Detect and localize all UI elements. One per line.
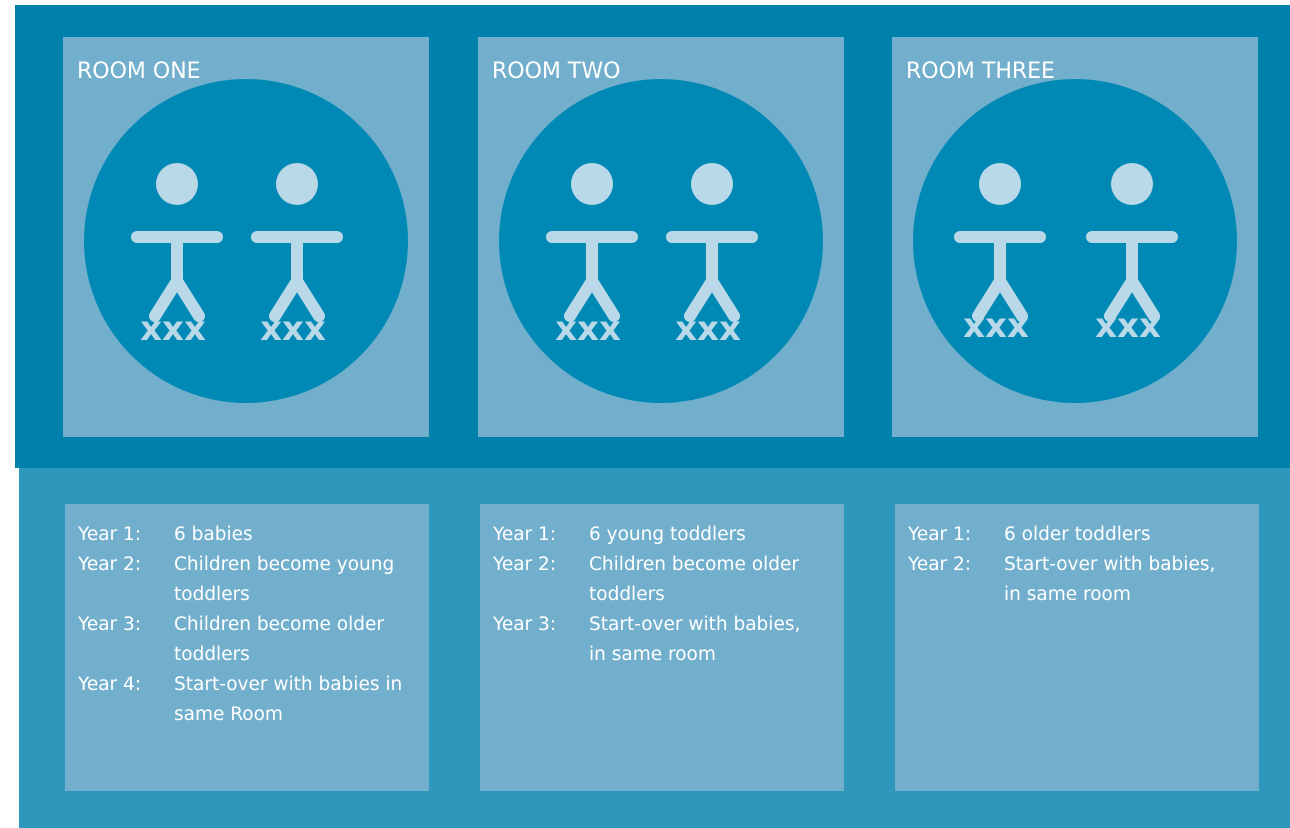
figure-right-leg	[171, 275, 205, 322]
child-figure-icon	[546, 163, 638, 322]
figure-head	[979, 163, 1021, 205]
schedule-text: 6 older toddlers	[1004, 524, 1151, 545]
schedule-text: 6 young toddlers	[589, 524, 746, 545]
figure-left-leg	[684, 275, 718, 322]
schedule-list: Year 1: 6 older toddlers Year 2: Start-o…	[908, 520, 1249, 610]
figure-head	[276, 163, 318, 205]
room-one-children-icon: xxx xxx	[84, 79, 408, 403]
room-three-children-icon: xxx xxx	[913, 79, 1237, 403]
room-circle	[84, 79, 408, 403]
figure-head	[156, 163, 198, 205]
schedule-text: 6 babies	[174, 524, 253, 545]
figure-right-leg	[706, 275, 740, 322]
schedule-year: Year 2:	[78, 554, 142, 575]
figure-left-leg	[269, 275, 303, 322]
schedule-row: Year 2: Children become older toddlers	[493, 550, 834, 610]
schedule-card-one: Year 1: 6 babies Year 2: Children become…	[65, 504, 429, 791]
schedule-text: Children become older toddlers	[174, 614, 384, 665]
figure-right-leg	[586, 275, 620, 322]
schedule-year: Year 2:	[493, 554, 557, 575]
room-two-children-icon: xxx xxx	[499, 79, 823, 403]
schedule-year: Year 1:	[78, 524, 142, 545]
child-figure-icon	[954, 163, 1046, 322]
schedule-row: Year 3: Start-over with babies, in same …	[493, 610, 834, 670]
schedule-card-two: Year 1: 6 young toddlers Year 2: Childre…	[480, 504, 844, 791]
figure-left-leg	[149, 275, 183, 322]
figure-right-leg	[1126, 275, 1160, 322]
schedule-list: Year 1: 6 babies Year 2: Children become…	[78, 520, 419, 730]
room-two-title: ROOM TWO	[492, 59, 621, 84]
schedule-year: Year 3:	[493, 614, 557, 635]
schedule-row: Year 1: 6 young toddlers	[493, 520, 834, 550]
child-figure-icon	[1086, 163, 1178, 322]
figure-head	[691, 163, 733, 205]
figure-left-leg	[972, 275, 1006, 322]
room-circle	[499, 79, 823, 403]
schedule-year: Year 4:	[78, 674, 142, 695]
figure-right-leg	[291, 275, 325, 322]
schedule-card-three: Year 1: 6 older toddlers Year 2: Start-o…	[895, 504, 1259, 791]
child-figure-icon	[666, 163, 758, 322]
xxx-mark: xxx	[555, 309, 621, 349]
xxx-mark: xxx	[963, 306, 1029, 346]
schedule-text: Children become older toddlers	[589, 554, 799, 605]
figure-head	[571, 163, 613, 205]
schedule-year: Year 3:	[78, 614, 142, 635]
room-three-title: ROOM THREE	[906, 59, 1055, 84]
room-circle	[913, 79, 1237, 403]
figure-head	[1111, 163, 1153, 205]
schedule-year: Year 1:	[493, 524, 557, 545]
schedule-row: Year 2: Children become young toddlers	[78, 550, 419, 610]
schedule-row: Year 3: Children become older toddlers	[78, 610, 419, 670]
schedule-year: Year 2:	[908, 554, 972, 575]
schedule-list: Year 1: 6 young toddlers Year 2: Childre…	[493, 520, 834, 670]
room-card-three: xxx xxx ROOM THREE	[892, 37, 1258, 437]
schedule-year: Year 1:	[908, 524, 972, 545]
schedule-text: Children become young toddlers	[174, 554, 395, 605]
schedule-row: Year 4: Start-over with babies in same R…	[78, 670, 419, 730]
xxx-mark: xxx	[1095, 306, 1161, 346]
schedule-row: Year 2: Start-over with babies, in same …	[908, 550, 1249, 610]
schedule-row: Year 1: 6 babies	[78, 520, 419, 550]
xxx-mark: xxx	[260, 309, 326, 349]
schedule-row: Year 1: 6 older toddlers	[908, 520, 1249, 550]
child-figure-icon	[251, 163, 343, 322]
figure-right-leg	[994, 275, 1028, 322]
figure-left-leg	[564, 275, 598, 322]
schedule-text: Start-over with babies in same Room	[174, 674, 403, 725]
xxx-mark: xxx	[140, 309, 206, 349]
schedule-text: Start-over with babies, in same room	[589, 614, 801, 665]
xxx-mark: xxx	[675, 309, 741, 349]
room-card-one: xxx xxx ROOM ONE	[63, 37, 429, 437]
child-figure-icon	[131, 163, 223, 322]
room-one-title: ROOM ONE	[77, 59, 201, 84]
figure-left-leg	[1104, 275, 1138, 322]
room-card-two: xxx xxx ROOM TWO	[478, 37, 844, 437]
schedule-text: Start-over with babies, in same room	[1004, 554, 1216, 605]
